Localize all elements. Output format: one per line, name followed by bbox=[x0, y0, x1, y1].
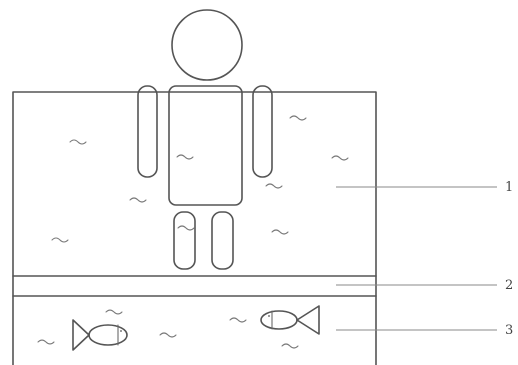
fish-icon bbox=[72, 319, 128, 351]
person-right-leg bbox=[211, 211, 234, 270]
water-wave-icon bbox=[159, 332, 177, 338]
fish-tail bbox=[72, 319, 90, 351]
person-figure bbox=[137, 9, 273, 270]
label-2: 2 bbox=[505, 278, 513, 293]
water-wave-icon bbox=[37, 339, 55, 345]
fish-icon bbox=[260, 305, 320, 335]
water-wave-icon bbox=[69, 139, 87, 145]
water-wave-icon bbox=[331, 155, 349, 161]
water-wave-icon bbox=[177, 225, 195, 231]
person-head bbox=[171, 9, 243, 81]
label-1: 1 bbox=[505, 180, 513, 195]
label-3: 3 bbox=[505, 323, 513, 338]
water-wave-icon bbox=[229, 317, 247, 323]
water-wave-icon bbox=[271, 229, 289, 235]
fish-eye bbox=[268, 315, 270, 317]
person-torso bbox=[168, 85, 243, 206]
fish-body bbox=[88, 324, 128, 346]
upper-water-waves bbox=[51, 115, 349, 243]
water-wave-icon bbox=[281, 343, 299, 349]
water-wave-icon bbox=[51, 237, 69, 243]
fish-tail bbox=[296, 305, 320, 335]
person-left-leg bbox=[173, 211, 196, 270]
person-right-arm bbox=[252, 85, 273, 178]
lower-water-waves bbox=[37, 309, 299, 349]
water-wave-icon bbox=[176, 154, 194, 160]
person-left-arm bbox=[137, 85, 158, 178]
fish-body bbox=[260, 310, 298, 330]
water-wave-icon bbox=[289, 115, 307, 121]
water-wave-icon bbox=[105, 309, 123, 315]
upper-layer-outline bbox=[12, 91, 377, 365]
water-wave-icon bbox=[129, 197, 147, 203]
fish-eye bbox=[120, 330, 122, 332]
water-wave-icon bbox=[265, 183, 283, 189]
